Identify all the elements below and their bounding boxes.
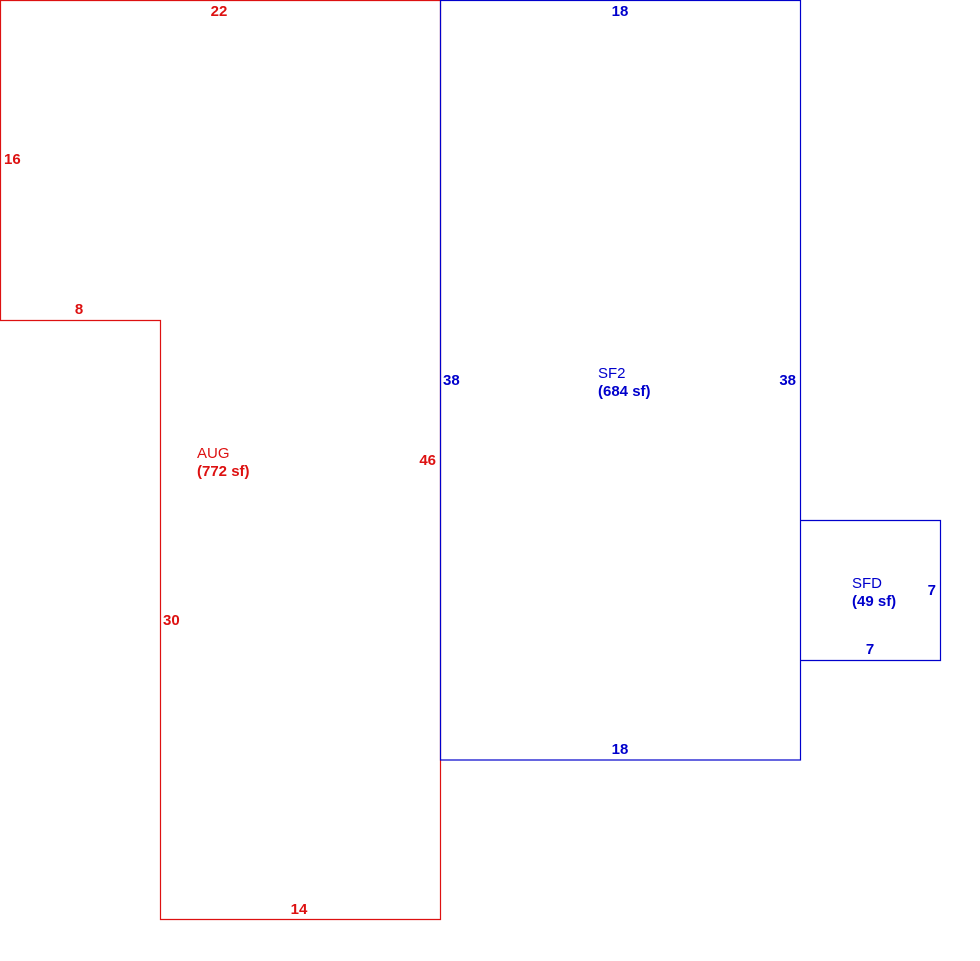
sfd-name-label: SFD — [852, 575, 882, 592]
aug-left-lower-dimension: 30 — [163, 612, 180, 629]
sf2-bottom-dimension: 18 — [612, 741, 629, 758]
aug-bottom-dimension: 14 — [291, 901, 308, 918]
aug-area-label: (772 sf) — [197, 463, 250, 480]
aug-name-label: AUG — [197, 445, 230, 462]
sf2-name-label: SF2 — [598, 365, 626, 382]
sf2-area-label: (684 sf) — [598, 383, 651, 400]
sfd-outline — [800, 519, 942, 662]
sf2-outline — [439, 0, 802, 761]
aug-step-dimension: 8 — [75, 301, 83, 318]
aug-top-dimension: 22 — [211, 3, 228, 20]
sfd-right-dimension: 7 — [928, 582, 936, 599]
sf2-right-dimension: 38 — [779, 372, 796, 389]
sf2-left-dimension: 38 — [443, 372, 460, 389]
aug-left-upper-dimension: 16 — [4, 151, 21, 168]
aug-right-dimension: 46 — [419, 452, 436, 469]
sfd-area-label: (49 sf) — [852, 593, 896, 610]
sf2-top-dimension: 18 — [612, 3, 629, 20]
sfd-bottom-dimension: 7 — [866, 641, 874, 658]
